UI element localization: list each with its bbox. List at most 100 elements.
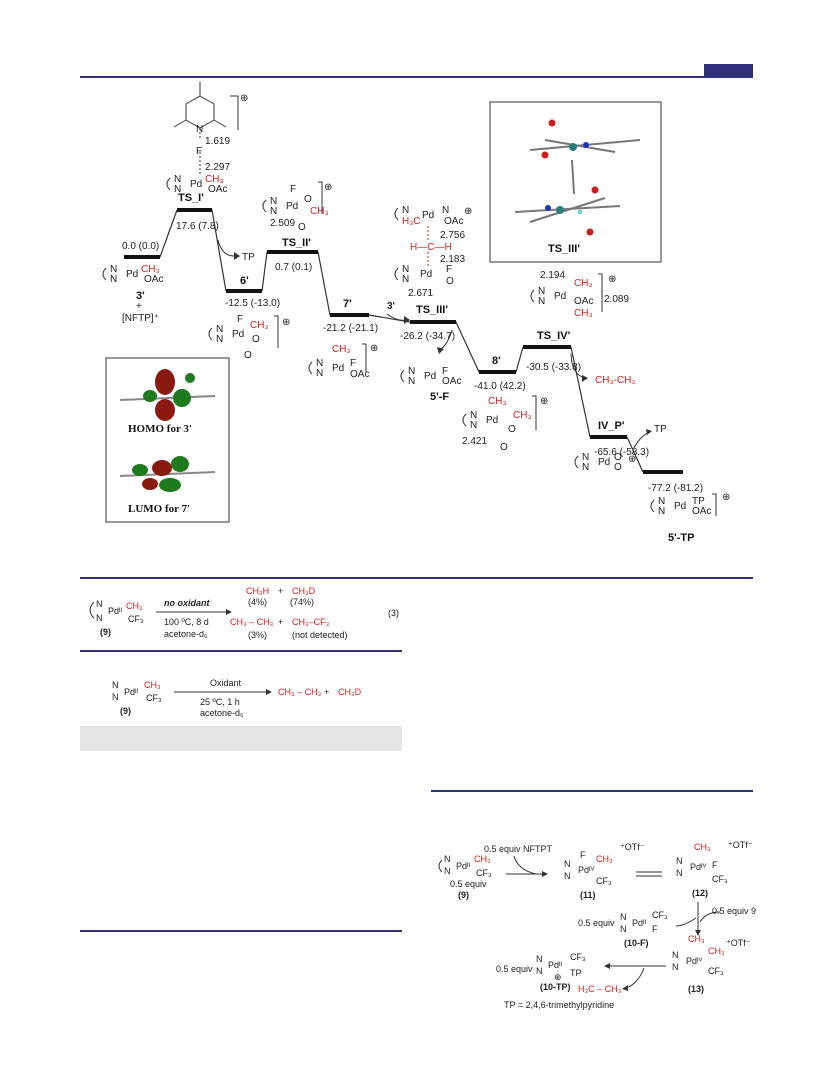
eq3-plus1: + <box>278 586 283 596</box>
pyr-charge: ⊕ <box>240 93 248 104</box>
civp-charge: ⊕ <box>628 454 636 465</box>
eq3-bottom-rule <box>80 650 402 652</box>
ts2-pd: Pd <box>286 201 298 212</box>
m13-otf: ⁺OTf⁻ <box>726 938 751 948</box>
c7-charge: ⊕ <box>370 343 378 354</box>
s2-reactant: (9) <box>120 706 131 716</box>
s2-n1: N <box>112 680 119 690</box>
m-ethane: H₃C – CH₃ <box>578 984 622 994</box>
ts2-o2: O <box>298 222 306 233</box>
label-8: 8' <box>492 355 501 367</box>
dist-2509: 2.509 <box>270 218 295 229</box>
level-ts3 <box>410 320 456 324</box>
ts1-ch3: CH₃ <box>205 174 224 185</box>
c8-charge: ⊕ <box>540 396 548 407</box>
c5tp-n2: N <box>658 506 665 517</box>
label-ts3: TS_III' <box>416 304 448 316</box>
label-ts2: TS_II' <box>282 237 311 249</box>
m11-f: F <box>580 850 586 860</box>
m12-ch3: CH₃ <box>694 842 711 852</box>
energy-7: -21.2 (-21.1) <box>323 323 378 334</box>
eq3-number: (3) <box>388 608 399 618</box>
level-7 <box>330 313 369 317</box>
ts1-f: F <box>196 146 202 157</box>
m9-label: (9) <box>458 890 469 900</box>
level-ts1 <box>177 208 212 212</box>
m-reagent: 0.5 equiv NFTPT <box>484 844 553 854</box>
m13-label: (13) <box>688 984 704 994</box>
eq3-top-rule <box>80 577 753 579</box>
eq3-p3: CH₃ – CH₃ <box>230 617 274 627</box>
plus-3: + <box>136 301 142 312</box>
lumo-label: LUMO for 7' <box>128 503 190 515</box>
c3-pd: Pd <box>126 269 138 280</box>
c3-ch3: CH₃ <box>141 264 160 275</box>
equation-3: Pdᴵᴵ N N Pdᴵᴵ CH₃ CF₃ (9) no oxidant 100… <box>89 586 399 640</box>
eq3-p4: CH₃–CF₃ <box>292 617 330 627</box>
homo-label: HOMO for 3' <box>128 423 192 435</box>
m9-ch3: CH₃ <box>474 854 491 864</box>
complex-5f: N N Pd F OAc <box>400 366 461 387</box>
m10f-equiv: 0.5 equiv <box>578 918 615 928</box>
ts3-n3: N <box>442 205 449 216</box>
ts3-oac: OAc <box>444 216 463 227</box>
m12-metal: Pdᴵⱽ <box>690 862 707 872</box>
m10f-n2: N <box>620 924 627 934</box>
energy-ts3: -26.2 (-34.7) <box>400 331 455 342</box>
m10tp-label: (10-TP) <box>540 982 571 992</box>
ts4-complex: 2.194 N N Pd CH₃ OAc CH₃ 2.089 ⊕ <box>530 270 629 319</box>
ts3-n1: N <box>402 205 409 216</box>
s2-ch3: CH₃ <box>144 680 161 690</box>
ts3-n4: N <box>402 264 409 275</box>
energy-8: -41.0 (42.2) <box>474 381 526 392</box>
eq3-p2: CH₃D <box>292 586 316 596</box>
eq3-p2v: (74%) <box>290 597 314 607</box>
c7-n1: N <box>316 358 323 369</box>
s2-n2: N <box>112 692 119 702</box>
complex-7: N N Pd CH₃ F OAc ⊕ <box>308 343 378 380</box>
m13-n2: N <box>672 962 679 972</box>
pyridine-structure <box>173 82 239 174</box>
ts4-ch3a: CH₃ <box>574 278 593 289</box>
eq3-arrow-top: no oxidant <box>164 598 210 608</box>
label-ts4: TS_IV' <box>537 330 571 342</box>
ts3-charge: ⊕ <box>464 206 472 217</box>
civp-o2: O <box>614 462 622 473</box>
ts4-pd: Pd <box>554 291 566 302</box>
m9-metal: Pdᴵᴵ <box>456 861 471 871</box>
m12-cf3: CF₃ <box>712 874 728 884</box>
c6-n1: N <box>216 324 223 335</box>
ethane-out: CH₃-CH₃ <box>595 375 635 386</box>
label-ivp: IV_P' <box>598 420 625 432</box>
m10f-cf3: CF₃ <box>652 910 668 920</box>
eq3-p1: CH₃H <box>246 586 269 596</box>
c7-n2: N <box>316 368 323 379</box>
ts3-inset: TS_III' <box>489 101 662 263</box>
m13-cf3: CF₃ <box>708 966 724 976</box>
civp-n1: N <box>582 452 589 463</box>
dist-1619: 1.619 <box>205 136 230 147</box>
complex-3: N N Pd CH₃ OAc <box>102 264 163 285</box>
s2-arrow-bot1: 25 ºC, 1 h <box>200 697 240 707</box>
m11-ch3: CH₃ <box>596 854 613 864</box>
header-rule <box>80 76 753 78</box>
c8-ch3b: CH₃ <box>513 410 532 421</box>
page-tab <box>704 64 753 78</box>
c6-n2: N <box>216 334 223 345</box>
dist-2756: 2.756 <box>440 230 465 241</box>
ts3-n5: N <box>402 274 409 285</box>
ts4-n2: N <box>538 296 545 307</box>
m10f-label: (10-F) <box>624 938 649 948</box>
label-3: 3' <box>136 290 145 302</box>
dist-2183: 2.183 <box>440 254 465 265</box>
pyr-n: N <box>196 124 203 135</box>
s2-arrow-bot2: acetone-d₆ <box>200 708 244 718</box>
m11-label: (11) <box>580 890 596 900</box>
eq3-metal: Pdᴵᴵ <box>108 606 123 616</box>
m12-n2: N <box>676 868 683 878</box>
eq3-p1v: (4%) <box>248 597 267 607</box>
m10tp-metal: Pdᴵᴵ <box>548 960 563 970</box>
c7-pd: Pd <box>332 363 344 374</box>
s2-cf3: CF₃ <box>146 693 162 703</box>
c3-oac: OAc <box>144 274 163 285</box>
